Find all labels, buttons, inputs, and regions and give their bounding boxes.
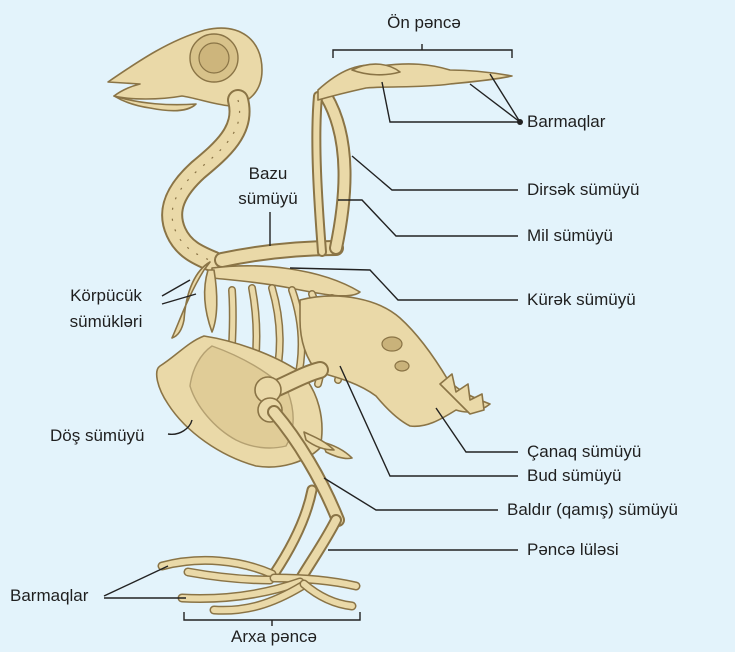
- label-tarsus: Pəncə lüləsi: [527, 539, 619, 561]
- label-sternum: Döş sümüyü: [50, 425, 144, 447]
- label-pelvis: Çanaq sümüyü: [527, 441, 641, 463]
- label-hind-fingers: Barmaqlar: [10, 585, 88, 607]
- label-elbow-bone: Dirsək sümüyü: [527, 179, 639, 201]
- label-front-limb: Ön pəncə: [364, 12, 484, 34]
- label-clavicle-line2: sümükləri: [44, 311, 168, 333]
- label-scapula: Kürək sümüyü: [527, 289, 636, 311]
- label-front-fingers: Barmaqlar: [527, 111, 605, 133]
- wing-bones: [222, 64, 512, 260]
- label-femur: Bud sümüyü: [527, 465, 622, 487]
- label-humerus-line2: sümüyü: [218, 188, 318, 210]
- label-tibia: Baldır (qamış) sümüyü: [507, 499, 678, 521]
- label-radius: Mil sümüyü: [527, 225, 613, 247]
- label-hind-limb: Arxa pəncə: [204, 626, 344, 648]
- pelvis: [300, 296, 490, 426]
- feet-bones: [162, 560, 356, 610]
- label-humerus-line1: Bazu: [218, 163, 318, 185]
- label-clavicle-line1: Körpücük: [44, 285, 168, 307]
